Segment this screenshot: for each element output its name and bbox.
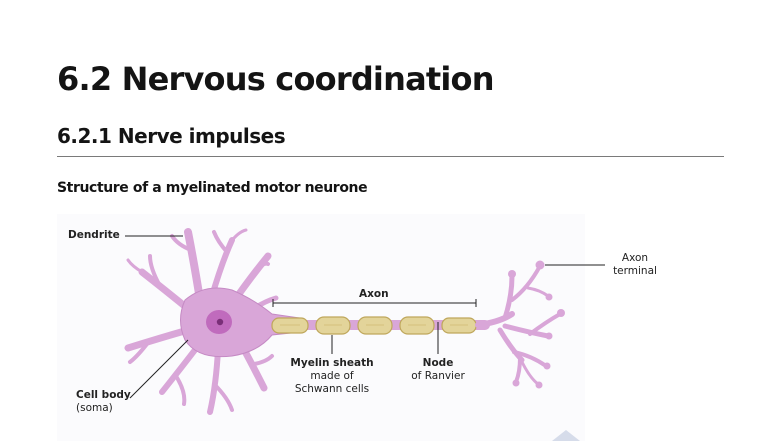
- label-node-line1: Node: [422, 357, 454, 369]
- label-myelin-line3: Schwann cells: [294, 383, 370, 395]
- label-myelin-sheath: Myelin sheath made of Schwann cells: [286, 357, 378, 396]
- label-axon-terminal-line2: terminal: [613, 265, 657, 277]
- section-subtitle: 6.2.1 Nerve impulses: [57, 124, 286, 148]
- label-lines: [125, 235, 605, 399]
- terminal-knobs: [508, 260, 565, 389]
- diagram-heading: Structure of a myelinated motor neurone: [57, 180, 368, 196]
- label-cell-body-line2: (soma): [76, 402, 113, 414]
- page-title: 6.2 Nervous coordination: [57, 60, 495, 98]
- label-node-of-ranvier: Node of Ranvier: [404, 357, 472, 383]
- label-axon-terminal: Axon terminal: [604, 252, 666, 278]
- label-myelin-line2: made of: [310, 370, 354, 382]
- label-cell-body-line1: Cell body: [76, 389, 131, 401]
- cell-body: [180, 287, 301, 358]
- nucleolus: [216, 318, 224, 326]
- corner-accent: [552, 430, 580, 441]
- label-myelin-line1: Myelin sheath: [290, 357, 374, 369]
- label-axon-terminal-line1: Axon: [621, 252, 649, 264]
- label-dendrite: Dendrite: [68, 229, 120, 241]
- label-axon: Axon: [359, 288, 389, 300]
- label-node-line2: of Ranvier: [411, 370, 465, 382]
- label-cell-body: Cell body (soma): [76, 389, 131, 415]
- divider: [57, 156, 724, 157]
